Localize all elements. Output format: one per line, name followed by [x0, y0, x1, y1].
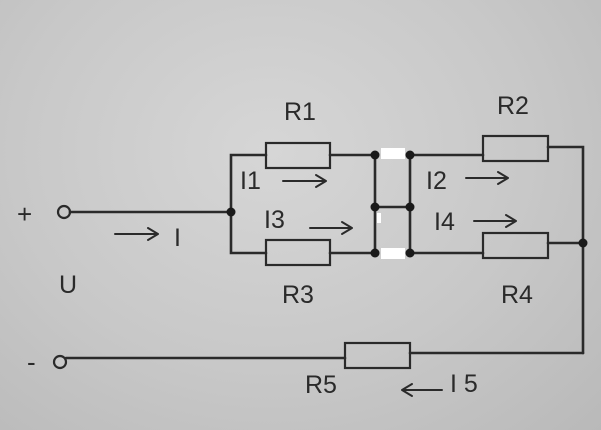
arrow-i4 — [473, 214, 517, 228]
label-i: I — [174, 224, 181, 252]
label-r3: R3 — [282, 281, 314, 309]
label-i4: I4 — [434, 208, 455, 236]
junction-dot — [405, 202, 415, 212]
label-r1: R1 — [284, 98, 316, 126]
arrow-i1 — [282, 174, 327, 188]
label-r4: R4 — [501, 281, 533, 309]
junction-dot — [370, 150, 380, 160]
junction-dots — [226, 150, 588, 258]
resistor-r3 — [264, 238, 332, 267]
label-i5: I 5 — [450, 370, 478, 398]
label-r5: R5 — [305, 371, 337, 399]
label-plus: + — [17, 199, 32, 229]
junction-dot — [405, 150, 415, 160]
resistor-r1 — [264, 141, 332, 170]
label-i1: I1 — [240, 167, 261, 195]
wire-top-left — [229, 153, 268, 214]
paper-mask — [377, 213, 381, 223]
arrow-i3 — [309, 221, 353, 235]
label-i3: I3 — [264, 206, 285, 234]
junction-dot — [405, 248, 415, 258]
junction-dot-input — [226, 207, 236, 217]
label-u: U — [59, 271, 77, 299]
junction-dot-right — [578, 238, 588, 248]
label-i2: I2 — [426, 167, 447, 195]
arrow-i2 — [465, 171, 509, 185]
arrow-i — [114, 227, 159, 241]
arrow-i5 — [401, 383, 443, 397]
resistor-r4 — [481, 231, 550, 260]
negative-terminal — [52, 354, 68, 370]
resistor-r2 — [481, 134, 550, 163]
wire-bottom-left — [229, 210, 268, 255]
junction-dot — [370, 248, 380, 258]
junction-dot — [370, 202, 380, 212]
paper-mask — [381, 148, 405, 159]
wire-right-return — [546, 145, 585, 355]
label-r2: R2 — [497, 92, 529, 120]
positive-terminal — [56, 204, 72, 220]
paper-mask — [381, 248, 405, 259]
resistor-r5 — [343, 341, 412, 370]
label-minus: - — [27, 347, 36, 377]
